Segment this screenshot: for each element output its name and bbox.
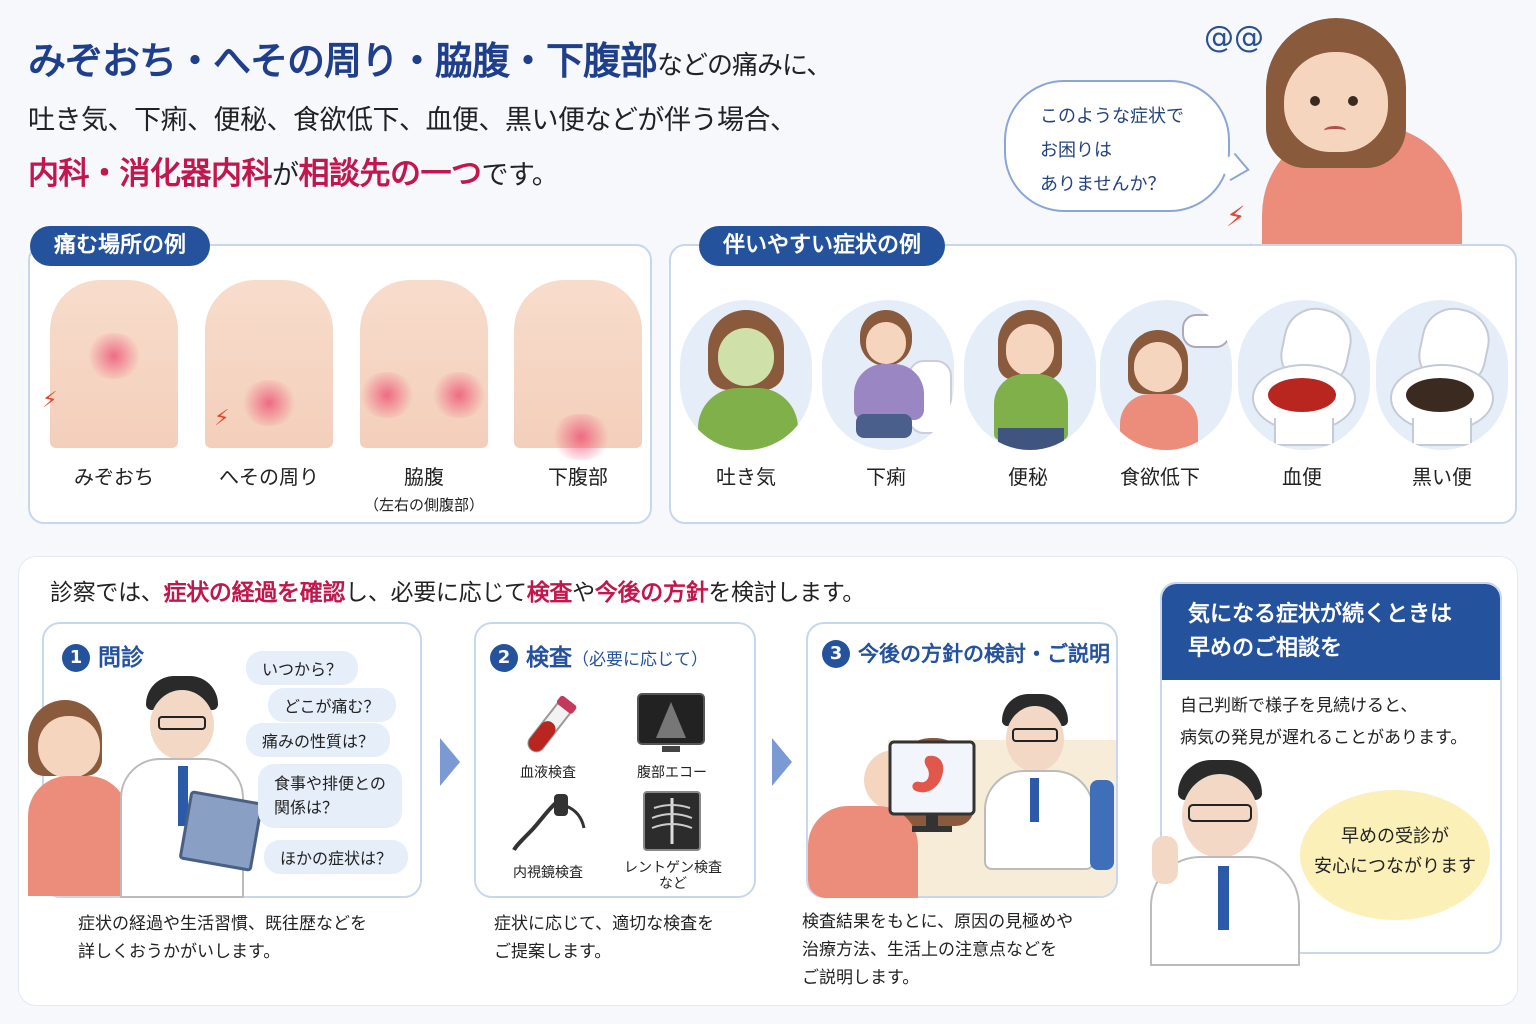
pain-label: みぞおち [74, 465, 154, 489]
symptom-black-stool-illustration [1376, 300, 1508, 450]
advice-bubble-line2: 安心につながります [1314, 856, 1476, 877]
process-lead: 診察では、症状の経過を確認し、必要に応じて検査や今後の方針を検討します。 [50, 580, 865, 606]
question-bubble: 痛みの性質は？ [246, 723, 391, 757]
pain-spot [240, 380, 298, 426]
symptom-nausea-illustration [680, 300, 812, 450]
advice-header-line2: 早めのご相談を [1188, 636, 1343, 661]
doctor-tie [178, 766, 188, 826]
symptom-label: 黒い便 [1412, 465, 1472, 489]
pain-spot [549, 414, 613, 460]
question-bubble: 食事や排便との関係は？ [258, 764, 402, 828]
pain-sublabel: （左右の側腹部） [363, 496, 484, 514]
symptom-label: 便秘 [1008, 465, 1048, 489]
pointing-hand-icon [1152, 836, 1178, 884]
question-bubble: いつから？ [246, 651, 359, 685]
headline-particle: が [272, 160, 299, 191]
monitor-stomach-icon [888, 740, 976, 832]
bubble-line1: このような症状で [1040, 106, 1184, 127]
doctor-tie [1218, 866, 1229, 930]
bubble-line3: ありませんか？ [1040, 174, 1166, 195]
torso-flank [360, 280, 488, 448]
question-bubble: どこが痛む？ [268, 688, 396, 722]
doctor-coat [984, 770, 1094, 870]
headline-department: 内科・消化器内科 [28, 156, 273, 192]
test-label: レントゲン検査など [624, 860, 722, 892]
headline-pain-areas: みぞおち・へその周り・脇腹・下腹部 [28, 39, 658, 83]
test-tube-icon [527, 695, 577, 753]
ultrasound-icon [637, 693, 705, 752]
glasses-icon [158, 716, 206, 730]
symptom-label: 食欲低下 [1120, 465, 1200, 489]
step-interview-desc: 症状の経過や生活習慣、既往歴などを詳しくおうかがいします。 [78, 914, 367, 962]
glasses-icon [1012, 728, 1058, 742]
clipboard-icon [178, 790, 264, 872]
symptom-label: 下痢 [866, 465, 906, 489]
advice-body: 自己判断で様子を見続けると、病気の発見が遅れることがあります。 [1180, 696, 1468, 748]
pain-label: 脇腹（左右の側腹部） [354, 461, 494, 515]
symptom-label: 血便 [1282, 465, 1322, 489]
pain-spot [358, 372, 416, 418]
step-number: 2 [490, 644, 518, 672]
advice-header-line1: 気になる症状が続くときは [1188, 602, 1453, 627]
symptom-bloody-stool-illustration [1238, 300, 1370, 450]
question-bubble: ほかの症状は？ [264, 840, 409, 874]
step-plan-desc: 検査結果をもとに、原因の見極めや治療方法、生活上の注意点などをご説明します。 [802, 912, 1074, 988]
headline-line1: みぞおち・へその周り・脇腹・下腹部などの痛みに、 [28, 30, 832, 85]
advice-bubble: 早めの受診が 安心につながります [1300, 790, 1490, 920]
test-label: 腹部エコー [637, 765, 707, 781]
speech-bubble: このような症状で お困りは ありませんか？ [1004, 80, 1230, 212]
pain-label: へその周り [219, 465, 319, 489]
test-label: 血液検査 [520, 765, 576, 781]
test-label: 内視鏡検査 [513, 865, 583, 881]
bubble-line2: お困りは [1040, 140, 1112, 161]
headline-end: です。 [481, 160, 559, 191]
doctor-face [150, 690, 214, 760]
headline-line2: 吐き気、下痢、便秘、食欲低下、血便、黒い便などが伴う場合、 [28, 105, 797, 136]
endoscope-icon [512, 794, 586, 851]
step-arrow-icon [772, 738, 792, 786]
step-number: 3 [822, 640, 850, 668]
step-tests-desc: 症状に応じて、適切な検査をご提案します。 [494, 914, 715, 962]
chair [1090, 780, 1114, 870]
woman-face [1284, 52, 1388, 152]
headline-line3: 内科・消化器内科が相談先の一つです。 [28, 148, 559, 193]
step-tests-card [474, 622, 756, 898]
stomach-pain-spark-icon: ⚡ [1226, 200, 1246, 233]
worry-swirl-icon: @@ [1204, 20, 1264, 55]
patient-face [38, 716, 100, 778]
headline-consult: 相談先の一つ [298, 156, 483, 192]
pain-spark-icon: ⚡ [214, 406, 230, 431]
xray-icon [643, 791, 701, 851]
doctor-tie [1030, 778, 1039, 822]
doctor-face [1182, 774, 1258, 858]
symptom-constipation-illustration [964, 300, 1096, 450]
advice-bubble-line1: 早めの受診が [1341, 826, 1449, 847]
pain-section-title: 痛む場所の例 [30, 226, 211, 266]
symptom-appetite-loss-illustration [1100, 300, 1232, 450]
pain-spot [430, 372, 488, 418]
pain-spark-icon: ⚡ [42, 388, 58, 413]
pain-spot [85, 333, 143, 379]
step-number: 1 [62, 644, 90, 672]
glasses-icon [1188, 804, 1252, 822]
symptom-diarrhea-illustration [822, 300, 954, 450]
step-arrow-icon [440, 738, 460, 786]
headline-line1-tail: などの痛みに、 [657, 51, 832, 81]
symptom-label: 吐き気 [716, 465, 776, 489]
patient-body [28, 776, 128, 896]
advice-header: 気になる症状が続くときは 早めのご相談を [1162, 584, 1500, 680]
pain-label: 下腹部 [548, 465, 608, 489]
symptom-section-title: 伴いやすい症状の例 [699, 226, 946, 266]
patient-body [808, 806, 918, 898]
